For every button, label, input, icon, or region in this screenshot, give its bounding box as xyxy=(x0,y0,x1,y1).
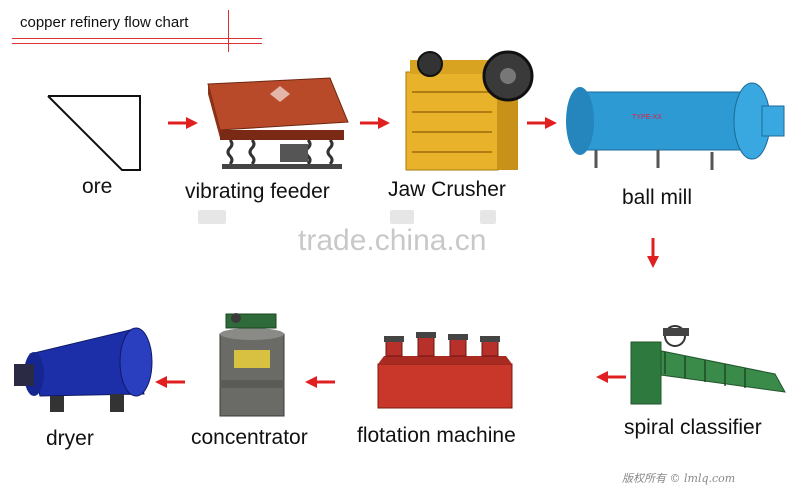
illegible-caption xyxy=(198,210,226,224)
concentrator-illustration xyxy=(219,313,285,417)
illegible-caption xyxy=(480,210,496,224)
flow-arrow xyxy=(527,117,557,129)
title-rule xyxy=(12,38,262,39)
spiral-classifier-illustration xyxy=(630,325,786,405)
svg-text:TYPE-XX: TYPE-XX xyxy=(632,114,662,121)
watermark: trade.china.cn xyxy=(298,224,487,257)
concentrator-label: concentrator xyxy=(191,426,308,449)
flow-arrow xyxy=(360,117,390,129)
title-rule-vertical xyxy=(228,10,229,52)
illegible-caption xyxy=(390,210,414,224)
ore-illustration xyxy=(47,95,141,171)
ore-label: ore xyxy=(82,175,113,198)
dryer-label: dryer xyxy=(46,427,94,450)
flotation-machine-illustration xyxy=(377,332,513,409)
jaw-crusher-label: Jaw Crusher xyxy=(388,178,506,201)
vibrating-feeder-label: vibrating feeder xyxy=(185,180,330,203)
flow-arrow-down xyxy=(647,238,659,268)
dryer-illustration xyxy=(14,327,153,412)
flow-arrow xyxy=(168,117,198,129)
flow-arrow-left xyxy=(596,371,626,383)
flotation-machine-label: flotation machine xyxy=(357,424,516,447)
ball-mill-label: ball mill xyxy=(622,186,693,209)
flow-arrow-left xyxy=(305,376,335,388)
copyright-notice: 版权所有 © lmlq.com xyxy=(622,472,736,485)
diagram-title: copper refinery flow chart xyxy=(20,14,189,31)
ball-mill-illustration: TYPE-XX xyxy=(566,82,785,170)
vibrating-feeder-illustration xyxy=(207,77,349,169)
jaw-crusher-illustration xyxy=(405,50,534,171)
title-rule-2 xyxy=(12,43,262,44)
flow-arrow-left xyxy=(155,376,185,388)
spiral-classifier-label: spiral classifier xyxy=(624,416,762,439)
